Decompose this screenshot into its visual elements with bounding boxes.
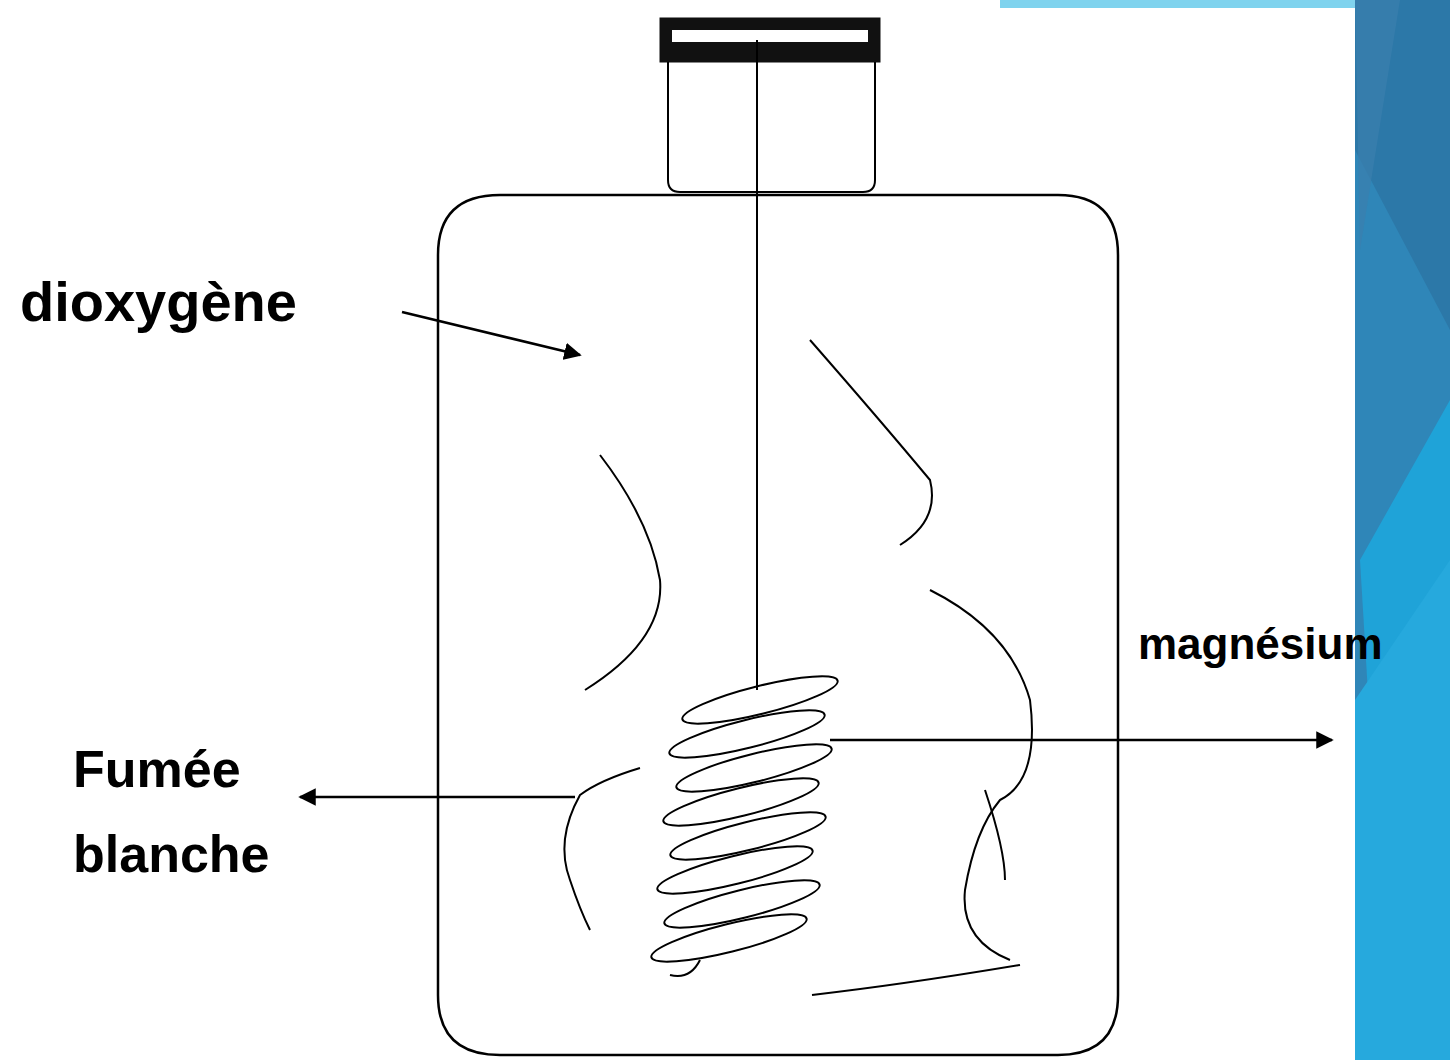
jar [438, 18, 1118, 1055]
leader-lines [300, 312, 1332, 797]
slide-decoration [1000, 0, 1450, 1060]
smoke-label: Fumée blanche [73, 727, 333, 897]
gas-label: dioxygène [20, 268, 297, 335]
metal-label: magnésium [1138, 618, 1383, 671]
white-smoke [564, 340, 1032, 995]
magnesium-coil [648, 667, 841, 971]
wire [756, 40, 758, 690]
